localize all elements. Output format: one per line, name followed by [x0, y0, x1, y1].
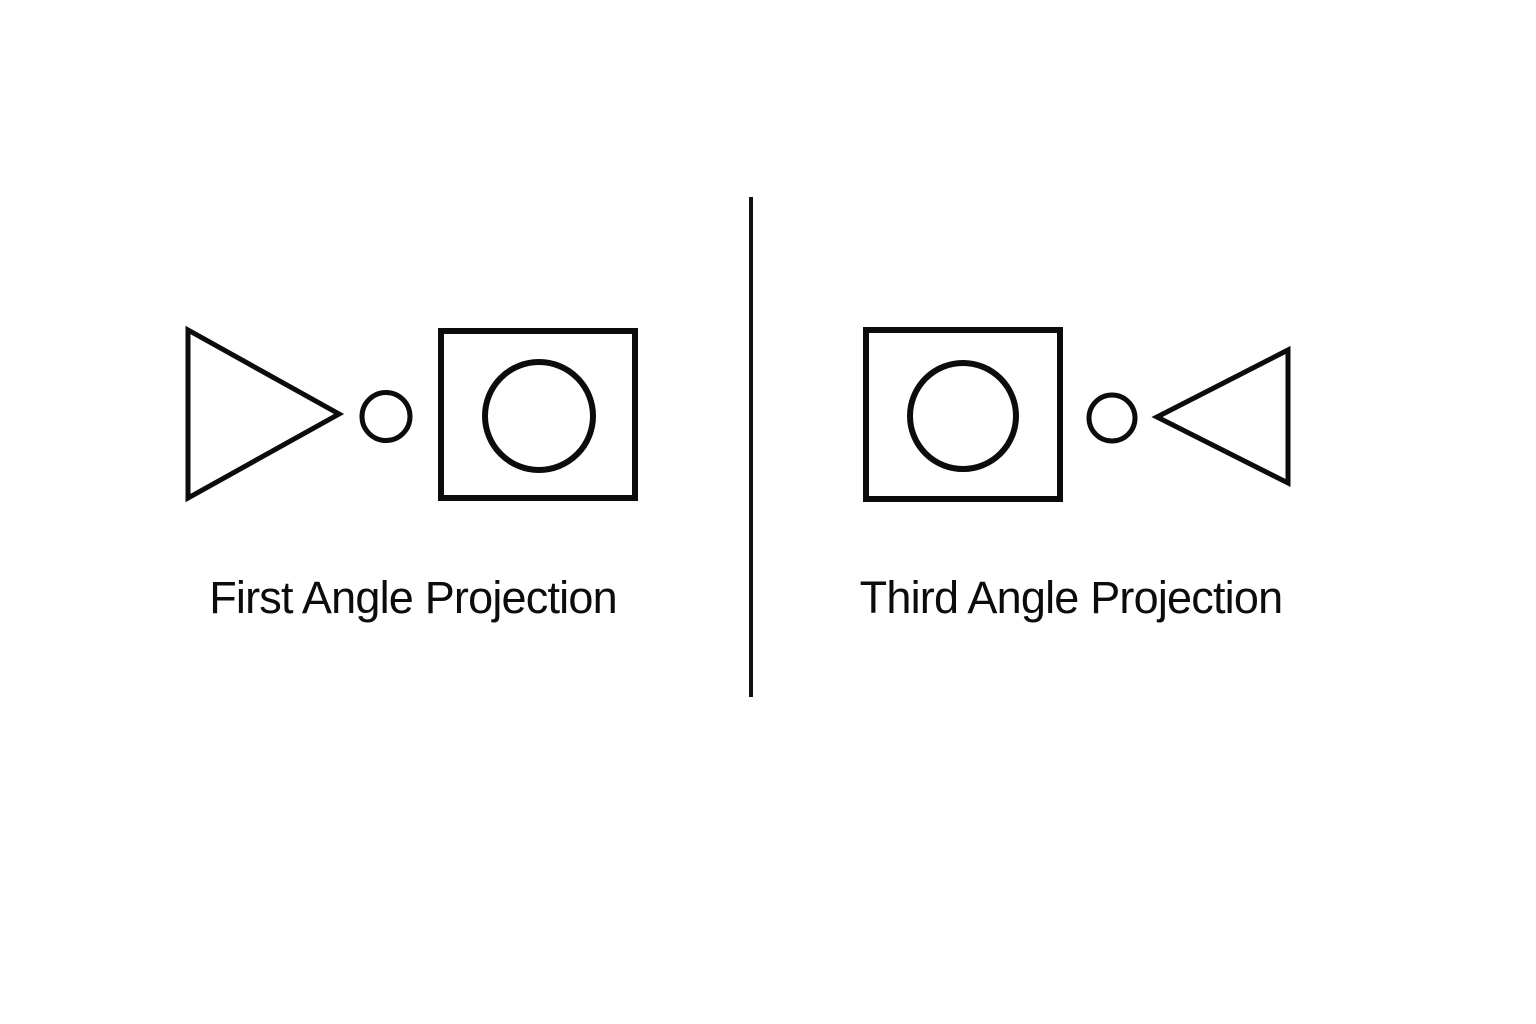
first-angle-label: First Angle Projection — [209, 572, 617, 623]
cone-front-view-square-icon — [863, 327, 1063, 502]
third-angle-label: Third Angle Projection — [859, 572, 1283, 623]
cone-front-view-square-icon — [438, 328, 638, 501]
cone-small-end-circle-icon — [359, 390, 413, 443]
first-angle-symbol — [185, 325, 638, 503]
third-angle-symbol — [863, 327, 1291, 502]
cone-side-view-triangle-icon — [1151, 345, 1291, 488]
cone-small-end-circle-icon — [1086, 392, 1138, 444]
cone-front-view-circle-icon — [907, 360, 1019, 472]
cone-front-view-circle-icon — [482, 359, 596, 473]
center-divider-line — [749, 197, 753, 697]
cone-side-view-triangle-icon — [185, 325, 345, 503]
